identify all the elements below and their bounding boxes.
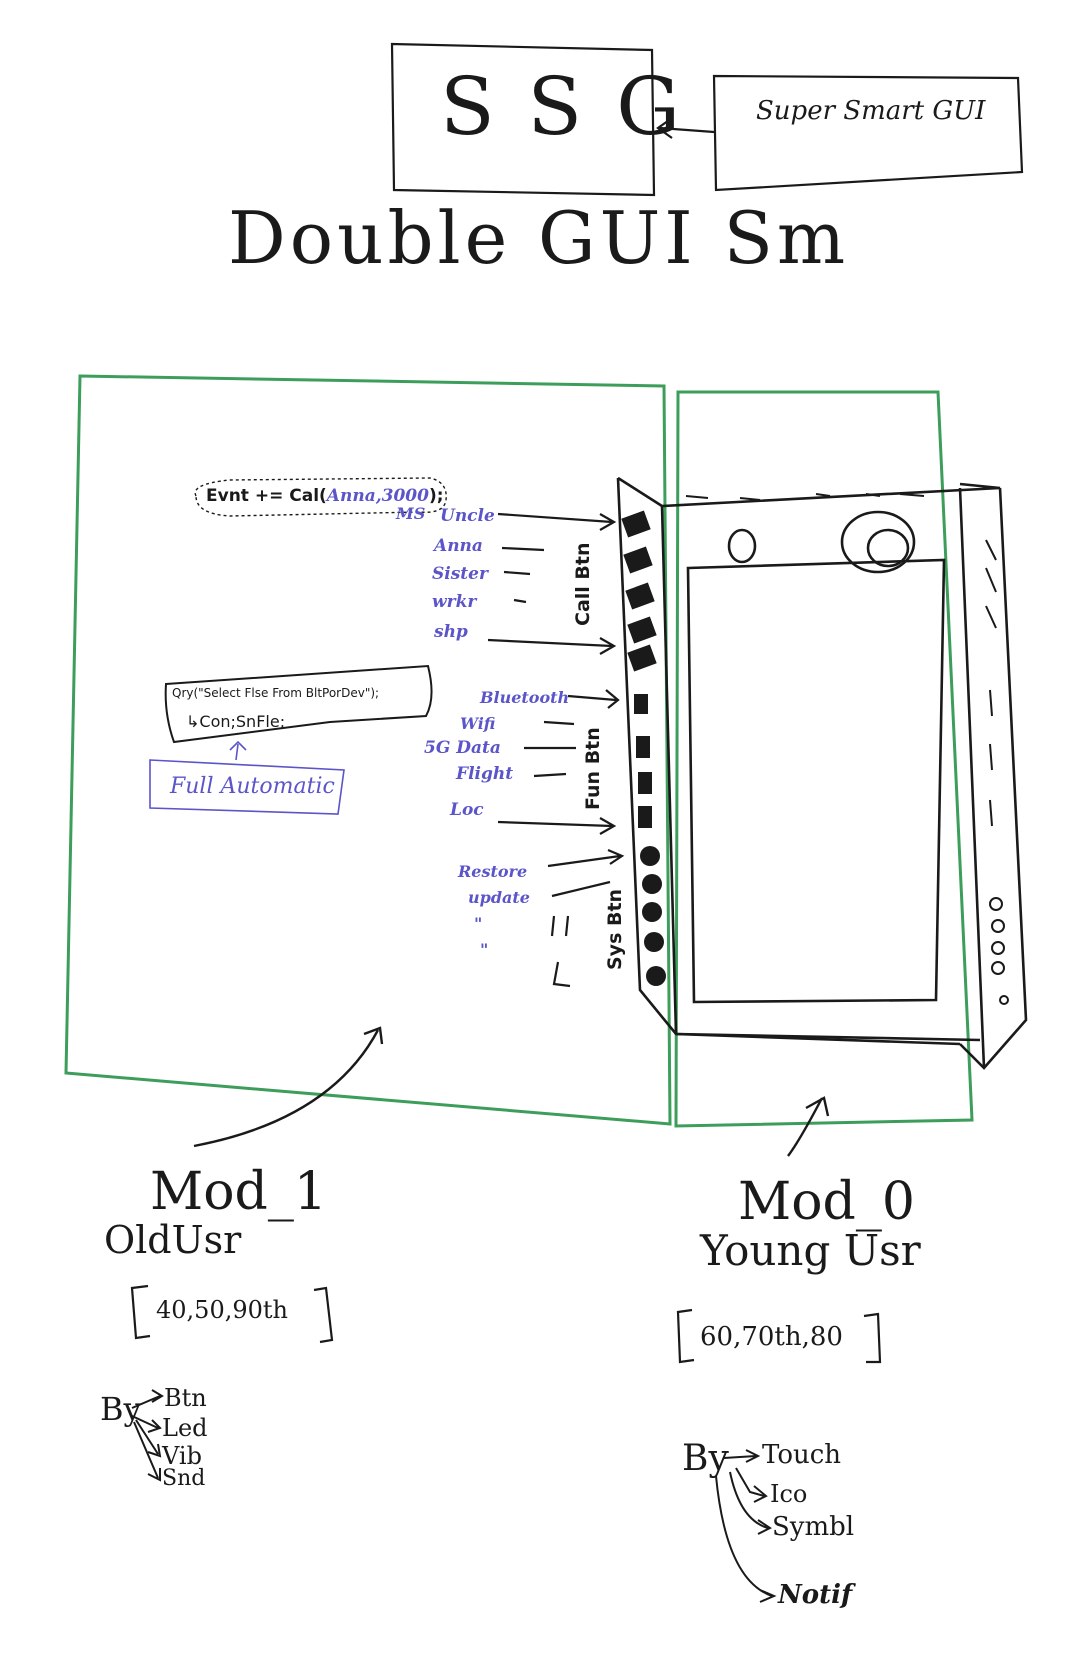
- call-label-uncle: Uncle: [440, 506, 495, 526]
- event-bubble: [194, 477, 447, 517]
- mod1-frame: [64, 374, 672, 1126]
- fun-buttons: [634, 694, 652, 828]
- mod1-pointer: [193, 1026, 384, 1148]
- super-smart-gui-box: [712, 74, 1024, 192]
- query-code-line2: Con;SnFle;: [199, 712, 286, 731]
- call-buttons: [621, 510, 657, 672]
- query-bubble: [164, 664, 433, 744]
- mod1-by-arrows: [131, 1389, 164, 1482]
- mod0-by-touch: Touch: [762, 1440, 842, 1470]
- call-label-sister: Sister: [432, 564, 488, 584]
- mod0-frame: [674, 390, 974, 1128]
- super-smart-gui-label: Super Smart GUI: [756, 96, 986, 126]
- mod0-age-bracket: [676, 1308, 882, 1364]
- event-code-time: ,3000: [375, 486, 429, 506]
- label-arrows: [487, 512, 625, 988]
- call-btn-group-label: Call Btn: [572, 542, 594, 627]
- arrow-to-ssg: [656, 117, 715, 139]
- event-code-prefix: Evnt += Cal(: [206, 486, 327, 506]
- fun-label-loc: Loc: [450, 800, 484, 820]
- mod1-caption: Mod_1: [150, 1162, 327, 1222]
- ssg-logo: SSG: [440, 60, 715, 153]
- sys-label-restore: Restore: [458, 862, 528, 881]
- mod0-caption: Mod_0: [738, 1172, 915, 1232]
- event-code-unit: MS: [396, 504, 426, 523]
- fun-label-flight: Flight: [456, 764, 514, 784]
- sys-btn-group-label: Sys Btn: [604, 888, 626, 970]
- mod1-age-bracket: [130, 1284, 334, 1344]
- fun-label-5g-data: 5G Data: [424, 738, 501, 758]
- full-auto-box: [149, 759, 345, 815]
- query-code-next: ↳Con;SnFle;: [186, 712, 286, 731]
- mod0-by-notif: Notif: [778, 1580, 853, 1610]
- mod0-user: Young Usr: [700, 1226, 921, 1275]
- event-code: Evnt += Cal(Anna,3000);: [206, 486, 444, 506]
- ssg-box: [390, 42, 656, 197]
- event-code-name: Anna: [326, 486, 376, 506]
- call-label-shp: shp: [434, 622, 468, 642]
- sys-buttons: [640, 846, 666, 986]
- sys-label-ditto-2: ": [480, 940, 489, 959]
- mod0-pointer: [787, 1096, 830, 1157]
- mod0-ages: 60,70th,80: [700, 1322, 843, 1352]
- mod1-by-led: Led: [162, 1414, 208, 1442]
- mod1-ages: 40,50,90th: [156, 1296, 288, 1324]
- device-drawing: [616, 476, 1028, 1070]
- sys-label-ditto-1: ": [474, 914, 483, 933]
- event-code-close: );: [428, 486, 444, 506]
- mod0-by: By: [682, 1438, 729, 1479]
- mod0-by-arrows: [715, 1449, 777, 1603]
- fun-label-wifi: Wifi: [460, 714, 496, 733]
- full-automatic-label: Full Automatic: [170, 774, 335, 799]
- query-code: Qry("Select Flse From BltPorDev");: [172, 686, 380, 700]
- mod1-by-snd: Snd: [162, 1466, 206, 1491]
- fun-btn-group-label: Fun Btn: [582, 727, 604, 810]
- mod1-by: By: [100, 1390, 142, 1428]
- call-label-anna: Anna: [434, 536, 483, 556]
- mod1-user: OldUsr: [104, 1218, 242, 1262]
- page-title: Double GUI Sm: [228, 196, 850, 280]
- mod0-by-symbl: Symbl: [772, 1512, 855, 1542]
- sys-label-update: update: [468, 888, 530, 907]
- fun-label-bluetooth: Bluetooth: [480, 688, 570, 707]
- mod1-by-vib: Vib: [162, 1442, 202, 1470]
- mod1-by-btn: Btn: [164, 1384, 207, 1412]
- query-arrow: [229, 740, 247, 761]
- call-label-wrkr: wrkr: [432, 592, 477, 612]
- mod0-by-ico: Ico: [770, 1480, 808, 1508]
